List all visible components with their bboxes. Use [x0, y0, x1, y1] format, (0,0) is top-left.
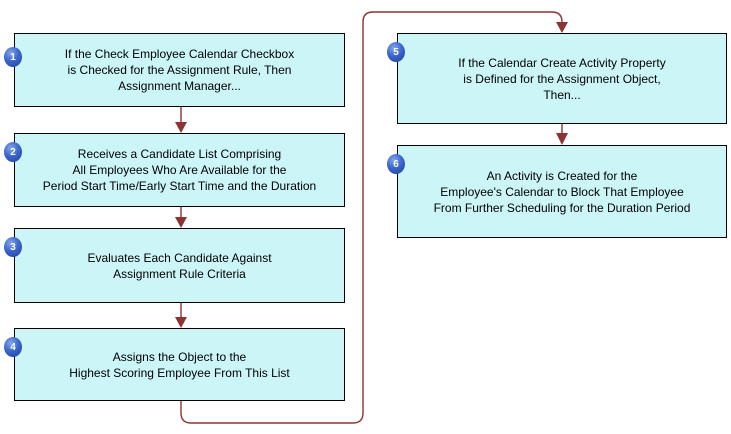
- step-number: 6: [393, 158, 399, 170]
- arrow-step3-to-step4: [175, 303, 187, 328]
- flow-step-2: 2 Receives a Candidate List Comprising A…: [4, 133, 345, 207]
- flow-step-6: 6 An Activity is Created for the Employe…: [387, 145, 727, 238]
- flow-step-5: 5 If the Calendar Create Activity Proper…: [387, 33, 727, 124]
- step-number-badge: 1: [4, 47, 22, 67]
- step-text: Assigns the Object to the Highest Scorin…: [69, 349, 290, 380]
- step-number: 2: [10, 146, 16, 158]
- step-text: If the Calendar Create Activity Property…: [458, 55, 666, 102]
- flow-step-3: 3 Evaluates Each Candidate Against Assig…: [4, 228, 345, 303]
- step-number-badge: 3: [4, 237, 22, 257]
- step-number-badge: 5: [387, 42, 405, 62]
- step-text: An Activity is Created for the Employee'…: [433, 168, 691, 215]
- flow-step-4: 4 Assigns the Object to the Highest Scor…: [4, 328, 345, 401]
- step-text: If the Check Employee Calendar Checkbox …: [64, 47, 295, 93]
- step-text: Receives a Candidate List Comprising All…: [42, 147, 317, 193]
- step-number: 3: [10, 241, 16, 253]
- arrow-step1-to-step2: [175, 107, 187, 133]
- arrow-step2-to-step3: [175, 207, 187, 228]
- step-text: Evaluates Each Candidate Against Assignm…: [87, 250, 272, 281]
- step-number-badge: 4: [4, 337, 22, 357]
- step-number-badge: 2: [4, 142, 22, 162]
- step-number: 1: [10, 51, 16, 63]
- step-number: 5: [393, 46, 399, 58]
- step-number-badge: 6: [387, 154, 405, 174]
- arrow-step5-to-step6: [556, 124, 568, 145]
- flow-step-1: 1 If the Check Employee Calendar Checkbo…: [4, 33, 345, 107]
- step-number: 4: [10, 341, 16, 353]
